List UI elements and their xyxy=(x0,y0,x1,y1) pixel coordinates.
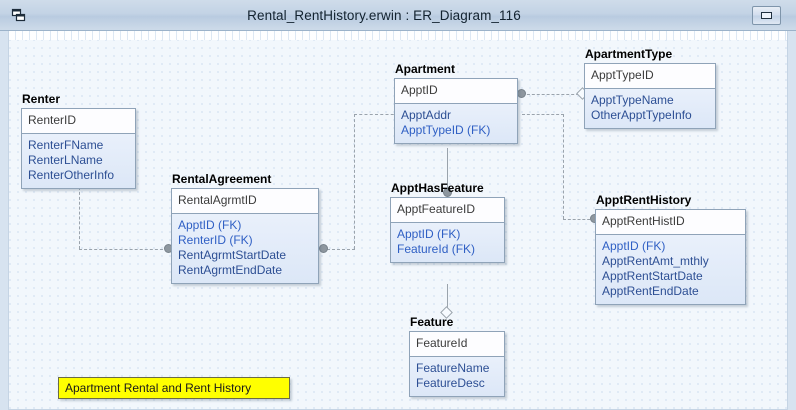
field-attribute: OtherApptTypeInfo xyxy=(591,108,692,122)
restore-icon xyxy=(760,11,772,19)
restore-button[interactable] xyxy=(751,5,781,25)
relationship-apartment-rentalagreement-bottom xyxy=(327,249,355,250)
relationship-renter-rentalagreement-vertical xyxy=(79,187,80,249)
relationship-endpoint-dot xyxy=(517,89,526,98)
attribute-section: RenterFName RenterLName RenterOtherInfo xyxy=(22,134,135,188)
relationship-apartment-apptrenthistory-vertical xyxy=(563,114,564,219)
entity-box[interactable]: ApptFeatureID ApptID (FK) FeatureId (FK) xyxy=(390,197,505,263)
entity-appthasfeature[interactable]: ApptHasFeature ApptFeatureID ApptID (FK)… xyxy=(390,182,505,263)
entity-title: Renter xyxy=(22,92,61,106)
diagram-note[interactable]: Apartment Rental and Rent History xyxy=(58,377,290,399)
window-titlebar: Rental_RentHistory.erwin : ER_Diagram_11… xyxy=(0,0,796,31)
attribute-section: FeatureName FeatureDesc xyxy=(410,357,504,396)
entity-apptrenthistory[interactable]: ApptRentHistory ApptRentHistID ApptID (F… xyxy=(595,194,746,305)
entity-apartment[interactable]: Apartment ApptID ApptAddr ApptTypeID (FK… xyxy=(394,63,518,144)
field-foreign-key: ApptID (FK) xyxy=(178,218,242,232)
window-title: Rental_RentHistory.erwin : ER_Diagram_11… xyxy=(247,7,521,23)
entity-title: Feature xyxy=(410,315,454,329)
relationship-endpoint-dot xyxy=(319,244,328,253)
relationship-apartment-apptrenthistory-top xyxy=(522,114,564,115)
entity-title: RentalAgreement xyxy=(172,172,272,186)
field-attribute: RentAgrmtStartDate xyxy=(178,248,287,262)
field-foreign-key: FeatureId (FK) xyxy=(397,242,476,256)
attribute-section: ApptID (FK) FeatureId (FK) xyxy=(391,223,504,262)
attribute-section: ApptAddr ApptTypeID (FK) xyxy=(395,104,517,143)
primary-key-section: ApptTypeID xyxy=(585,64,715,89)
relationship-apartment-rentalagreement-top xyxy=(354,114,399,115)
field-primary-key: ApptRentHistID xyxy=(602,214,685,228)
field-foreign-key: ApptID (FK) xyxy=(602,239,666,253)
primary-key-section: ApptID xyxy=(395,79,517,104)
entity-title: ApptRentHistory xyxy=(596,193,692,207)
primary-key-section: ApptRentHistID xyxy=(596,210,745,235)
window-controls xyxy=(736,5,796,25)
primary-key-section: ApptFeatureID xyxy=(391,198,504,223)
entity-title: ApptHasFeature xyxy=(391,181,484,195)
primary-key-section: RenterID xyxy=(22,109,135,134)
field-foreign-key: RenterID (FK) xyxy=(178,233,253,247)
field-foreign-key: ApptTypeID (FK) xyxy=(401,123,491,137)
relationship-endpoint-dot xyxy=(443,188,452,197)
field-attribute: ApptRentAmt_mthly xyxy=(602,254,709,268)
diagram-canvas[interactable]: Renter RenterID RenterFName RenterLName … xyxy=(8,31,788,410)
entity-box[interactable]: RenterID RenterFName RenterLName RenterO… xyxy=(21,108,136,189)
attribute-section: ApptID (FK) ApptRentAmt_mthly ApptRentSt… xyxy=(596,235,745,304)
canvas-ruler xyxy=(9,31,787,40)
relationship-apartment-apartmenttype-horizontal xyxy=(522,94,584,95)
entity-box[interactable]: RentalAgrmtID ApptID (FK) RenterID (FK) … xyxy=(171,188,319,284)
relationship-apartment-apptrenthistory-bottom xyxy=(563,219,595,220)
entity-title: Apartment xyxy=(395,62,456,76)
field-attribute: RentAgrmtEndDate xyxy=(178,263,283,277)
relationship-renter-rentalagreement-horizontal xyxy=(79,249,168,250)
entity-feature[interactable]: Feature FeatureId FeatureName FeatureDes… xyxy=(409,316,505,397)
entity-apartmenttype[interactable]: ApartmentType ApptTypeID ApptTypeName Ot… xyxy=(584,48,716,129)
field-foreign-key: ApptID (FK) xyxy=(397,227,461,241)
field-attribute: RenterOtherInfo xyxy=(28,168,115,182)
entity-rentalagreement[interactable]: RentalAgreement RentalAgrmtID ApptID (FK… xyxy=(171,173,319,284)
field-attribute: ApptRentStartDate xyxy=(602,269,703,283)
field-primary-key: ApptTypeID xyxy=(591,68,654,82)
attribute-section: ApptID (FK) RenterID (FK) RentAgrmtStart… xyxy=(172,214,318,283)
field-attribute: ApptTypeName xyxy=(591,93,674,107)
field-attribute: RenterLName xyxy=(28,153,103,167)
field-primary-key: RentalAgrmtID xyxy=(178,193,257,207)
relationship-appthasfeature-feature-vertical xyxy=(447,284,448,312)
field-attribute: ApptRentEndDate xyxy=(602,284,699,298)
field-primary-key: ApptFeatureID xyxy=(397,202,476,216)
entity-renter[interactable]: Renter RenterID RenterFName RenterLName … xyxy=(21,93,136,189)
field-attribute: RenterFName xyxy=(28,138,104,152)
attribute-section: ApptTypeName OtherApptTypeInfo xyxy=(585,89,715,128)
entity-title: ApartmentType xyxy=(585,47,673,61)
diagram-note-text: Apartment Rental and Rent History xyxy=(65,381,252,395)
field-primary-key: ApptID xyxy=(401,83,438,97)
field-primary-key: FeatureId xyxy=(416,336,468,350)
primary-key-section: RentalAgrmtID xyxy=(172,189,318,214)
entity-box[interactable]: ApptID ApptAddr ApptTypeID (FK) xyxy=(394,78,518,144)
entity-box[interactable]: FeatureId FeatureName FeatureDesc xyxy=(409,331,505,397)
entity-box[interactable]: ApptTypeID ApptTypeName OtherApptTypeInf… xyxy=(584,63,716,129)
field-attribute: FeatureDesc xyxy=(416,376,485,390)
relationship-apartment-rentalagreement-vertical xyxy=(354,114,355,249)
primary-key-section: FeatureId xyxy=(410,332,504,357)
relationship-apartment-appthasfeature-vertical xyxy=(447,148,448,193)
cascade-windows-icon xyxy=(6,7,32,23)
field-primary-key: RenterID xyxy=(28,113,77,127)
field-attribute: FeatureName xyxy=(416,361,490,375)
field-attribute: ApptAddr xyxy=(401,108,452,122)
entity-box[interactable]: ApptRentHistID ApptID (FK) ApptRentAmt_m… xyxy=(595,209,746,305)
